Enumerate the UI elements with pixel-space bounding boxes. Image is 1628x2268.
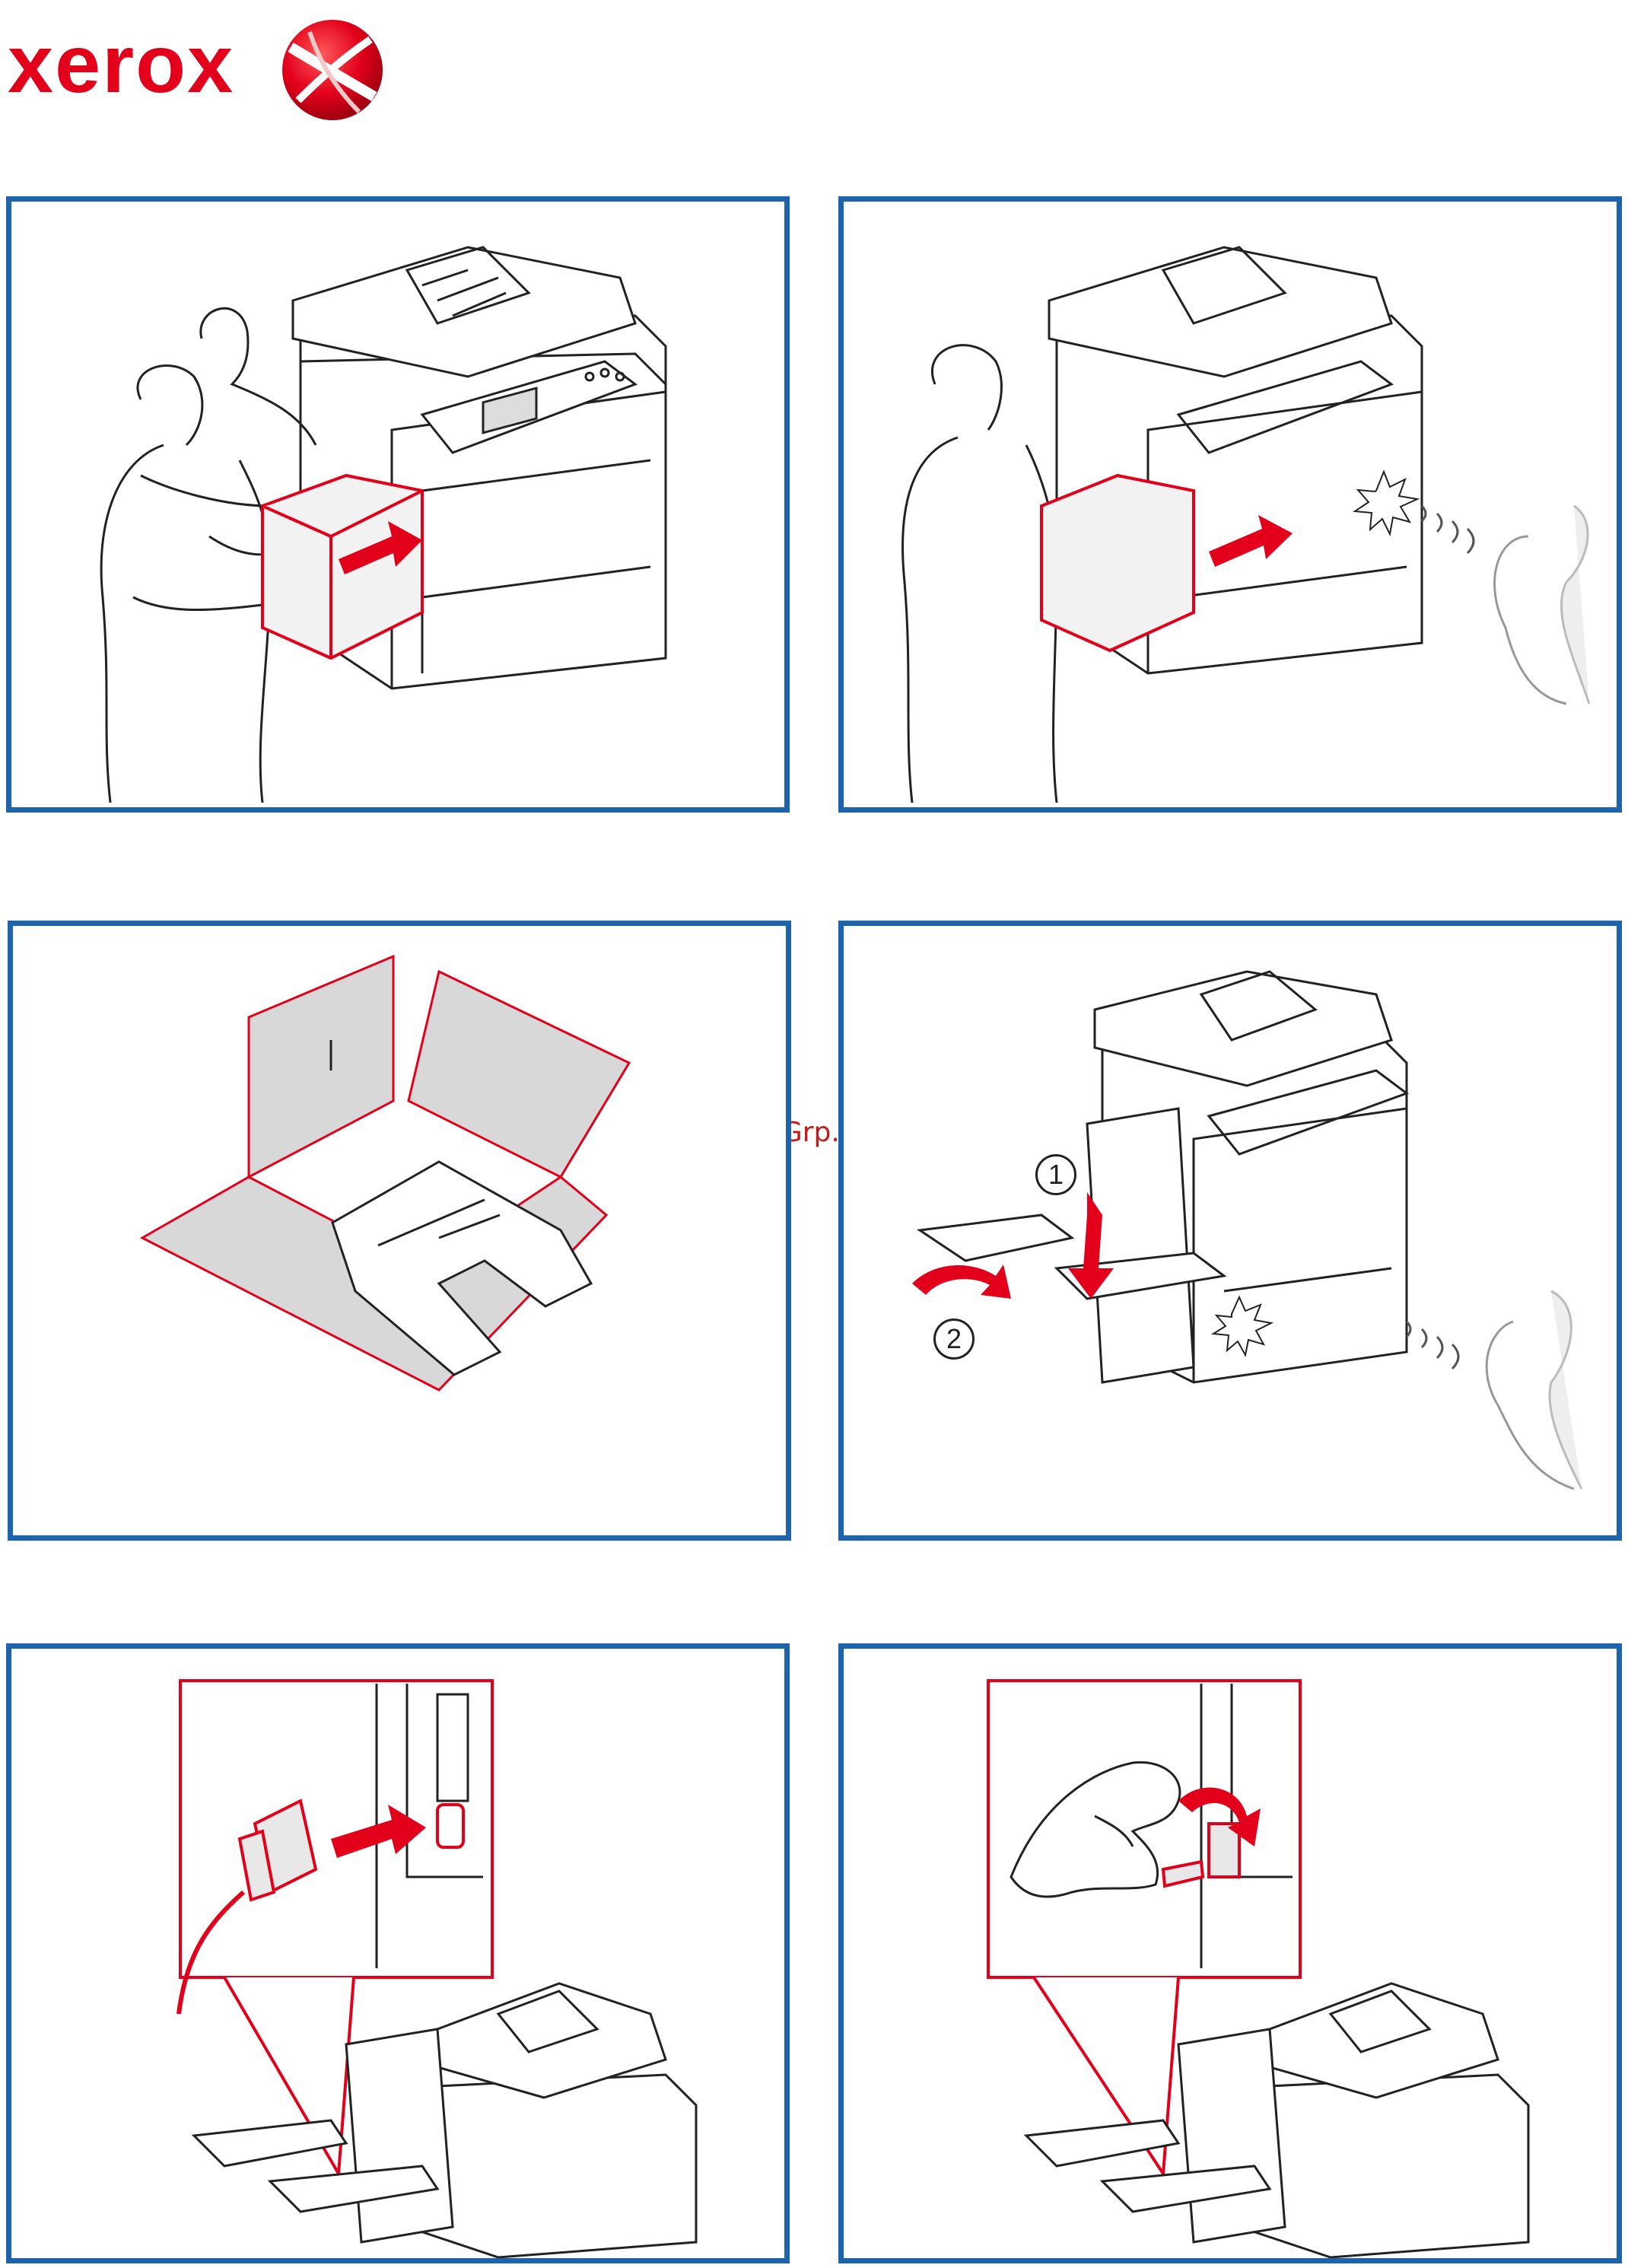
brand-wordmark: xerox (8, 23, 234, 105)
illustration-attach-trays (844, 926, 1617, 1535)
xerox-sphere-icon (275, 17, 390, 123)
illustration-lift-finisher (11, 202, 784, 807)
callout-number-2: 2 (933, 1318, 975, 1360)
illustration-output-tray (13, 926, 786, 1535)
instruction-panel-connect-cable (6, 1643, 790, 2263)
instruction-panel-tighten-screws (838, 1643, 1622, 2263)
illustration-push-finisher (844, 202, 1617, 807)
instruction-panel-output-tray (8, 921, 791, 1541)
callout-number-1: 1 (1035, 1154, 1076, 1195)
illustration-connect-cable (11, 1649, 784, 2258)
instruction-panel-push-finisher (838, 196, 1622, 813)
xerox-logo: xerox (8, 17, 403, 123)
illustration-tighten-screws (844, 1649, 1617, 2258)
instruction-panel-attach-trays: 1 2 (838, 921, 1622, 1541)
instruction-panel-lift-finisher (6, 196, 790, 813)
